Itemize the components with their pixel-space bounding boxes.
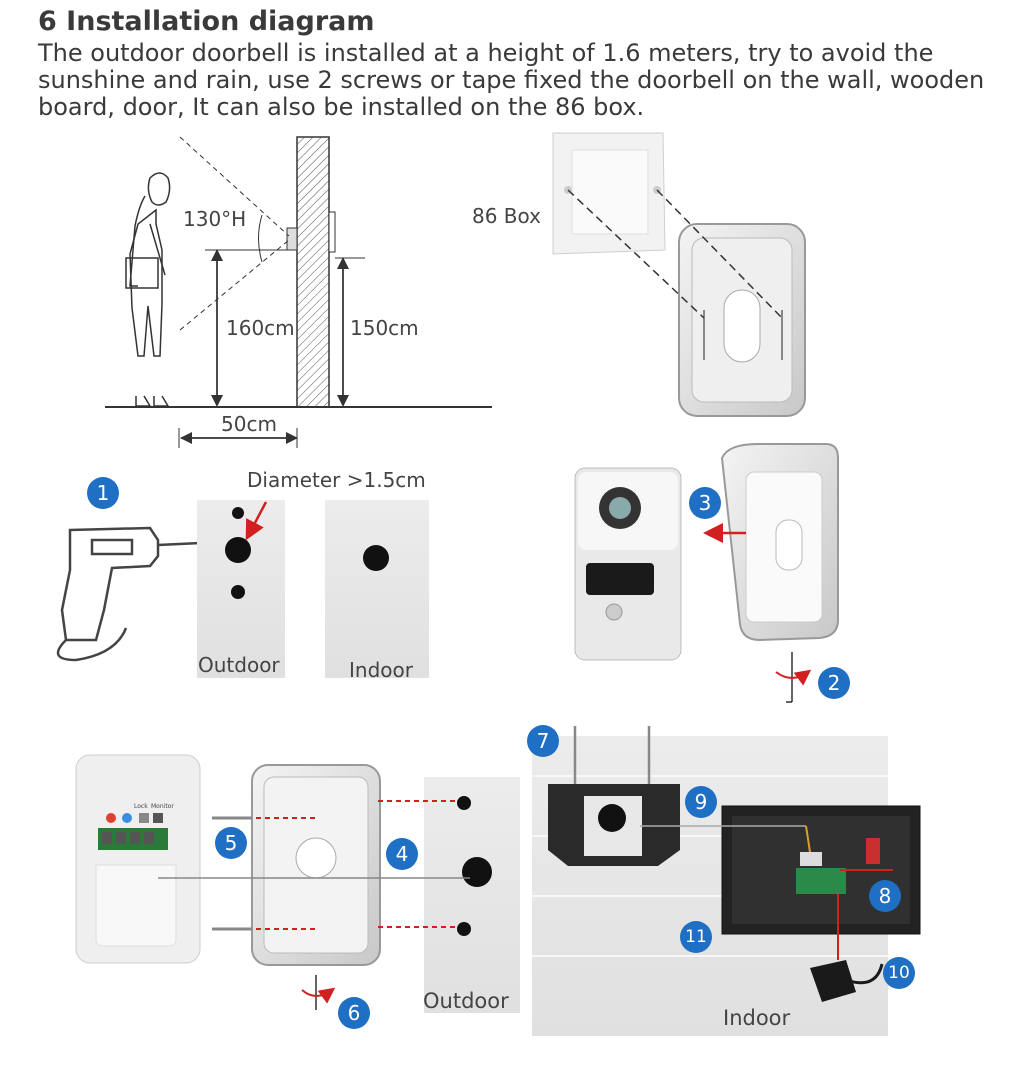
step-badge-9: 9 — [685, 786, 717, 818]
page-title: 6 Installation diagram — [38, 6, 375, 37]
doorbell-assembly — [75, 754, 520, 1013]
step-badge-5: 5 — [215, 827, 247, 859]
assembly-outdoor-label: Outdoor — [423, 989, 509, 1013]
indoor-monitor-assembly — [532, 726, 921, 1036]
step-badge-6: 6 — [338, 997, 370, 1029]
step-badge-10: 10 — [883, 957, 915, 989]
step-badge-7: 7 — [527, 725, 559, 757]
step-badge-1: 1 — [87, 477, 119, 509]
height-diagram — [105, 136, 492, 448]
diameter-label: Diameter >1.5cm — [247, 468, 426, 492]
doorbell-height-label: 150cm — [350, 316, 419, 340]
drill-icon — [56, 526, 223, 662]
box-diagram — [552, 132, 806, 417]
drill-outdoor-label: Outdoor — [198, 653, 280, 677]
terminal-label-lock: Lock — [134, 803, 148, 810]
bracket-step — [574, 443, 839, 703]
drill-indoor-label: Indoor — [349, 658, 413, 682]
assembly-indoor-label: Indoor — [723, 1006, 791, 1030]
person-figure — [125, 172, 171, 407]
step-badge-8: 8 — [869, 880, 901, 912]
step-badge-4: 4 — [386, 838, 418, 870]
step-badge-3: 3 — [689, 487, 721, 519]
angle-label: 130°H — [183, 207, 247, 231]
step-badge-2: 2 — [818, 667, 850, 699]
drill-step — [56, 500, 429, 678]
step-badge-11: 11 — [680, 921, 712, 953]
page-description: The outdoor doorbell is installed at a h… — [38, 39, 985, 121]
distance-label: 50cm — [221, 412, 277, 436]
terminal-label-monitor: Monitor — [151, 803, 174, 810]
box-label: 86 Box — [472, 204, 541, 228]
person-height-label: 160cm — [226, 316, 295, 340]
